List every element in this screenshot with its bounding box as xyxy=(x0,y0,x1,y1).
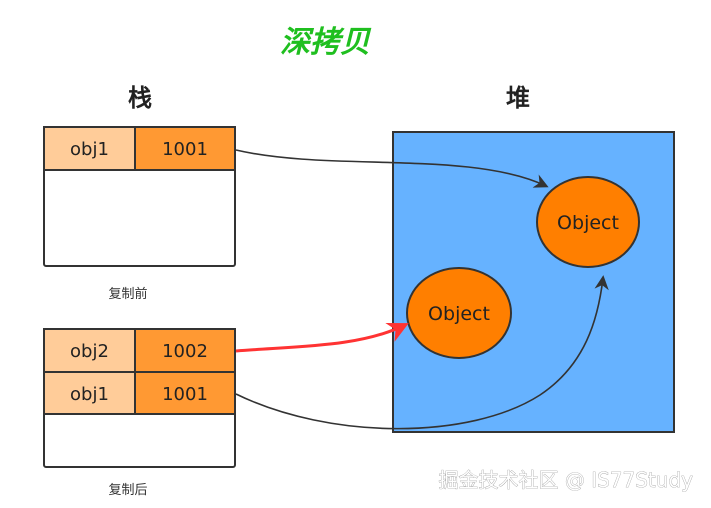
variable-name: obj1 xyxy=(70,384,109,405)
heap-heading: 堆 xyxy=(506,84,530,112)
stack-cell-name xyxy=(43,371,136,415)
stack-cell-address xyxy=(134,371,236,415)
stack-cell-address xyxy=(134,126,236,171)
variable-address: 1001 xyxy=(162,384,208,405)
diagram-title: 深拷贝 xyxy=(280,25,372,60)
stack-before-copy: obj1 1001 xyxy=(43,126,236,267)
reference-arrow-obj1-before xyxy=(235,149,549,188)
heap-object-original xyxy=(536,176,640,268)
stack-cell-name xyxy=(43,126,136,171)
heap-object-label: Object xyxy=(557,212,619,234)
variable-name: obj2 xyxy=(70,341,109,362)
watermark: 掘金技术社区 @ IS77Study xyxy=(438,468,693,492)
stack-heading: 栈 xyxy=(128,84,152,112)
variable-address: 1001 xyxy=(162,139,208,160)
heap-object-label: Object xyxy=(428,303,490,325)
variable-name: obj1 xyxy=(70,139,109,160)
reference-arrow-obj1-after xyxy=(235,275,609,430)
stack-after-copy: obj2 1002 obj1 1001 xyxy=(43,328,236,468)
heap-object-copy xyxy=(406,267,512,359)
variable-address: 1002 xyxy=(162,341,208,362)
reference-arrow-obj2 xyxy=(235,322,409,353)
caption-before-copy: 复制前 xyxy=(108,286,147,302)
stack-cell-address xyxy=(134,328,236,373)
caption-after-copy: 复制后 xyxy=(108,483,147,498)
